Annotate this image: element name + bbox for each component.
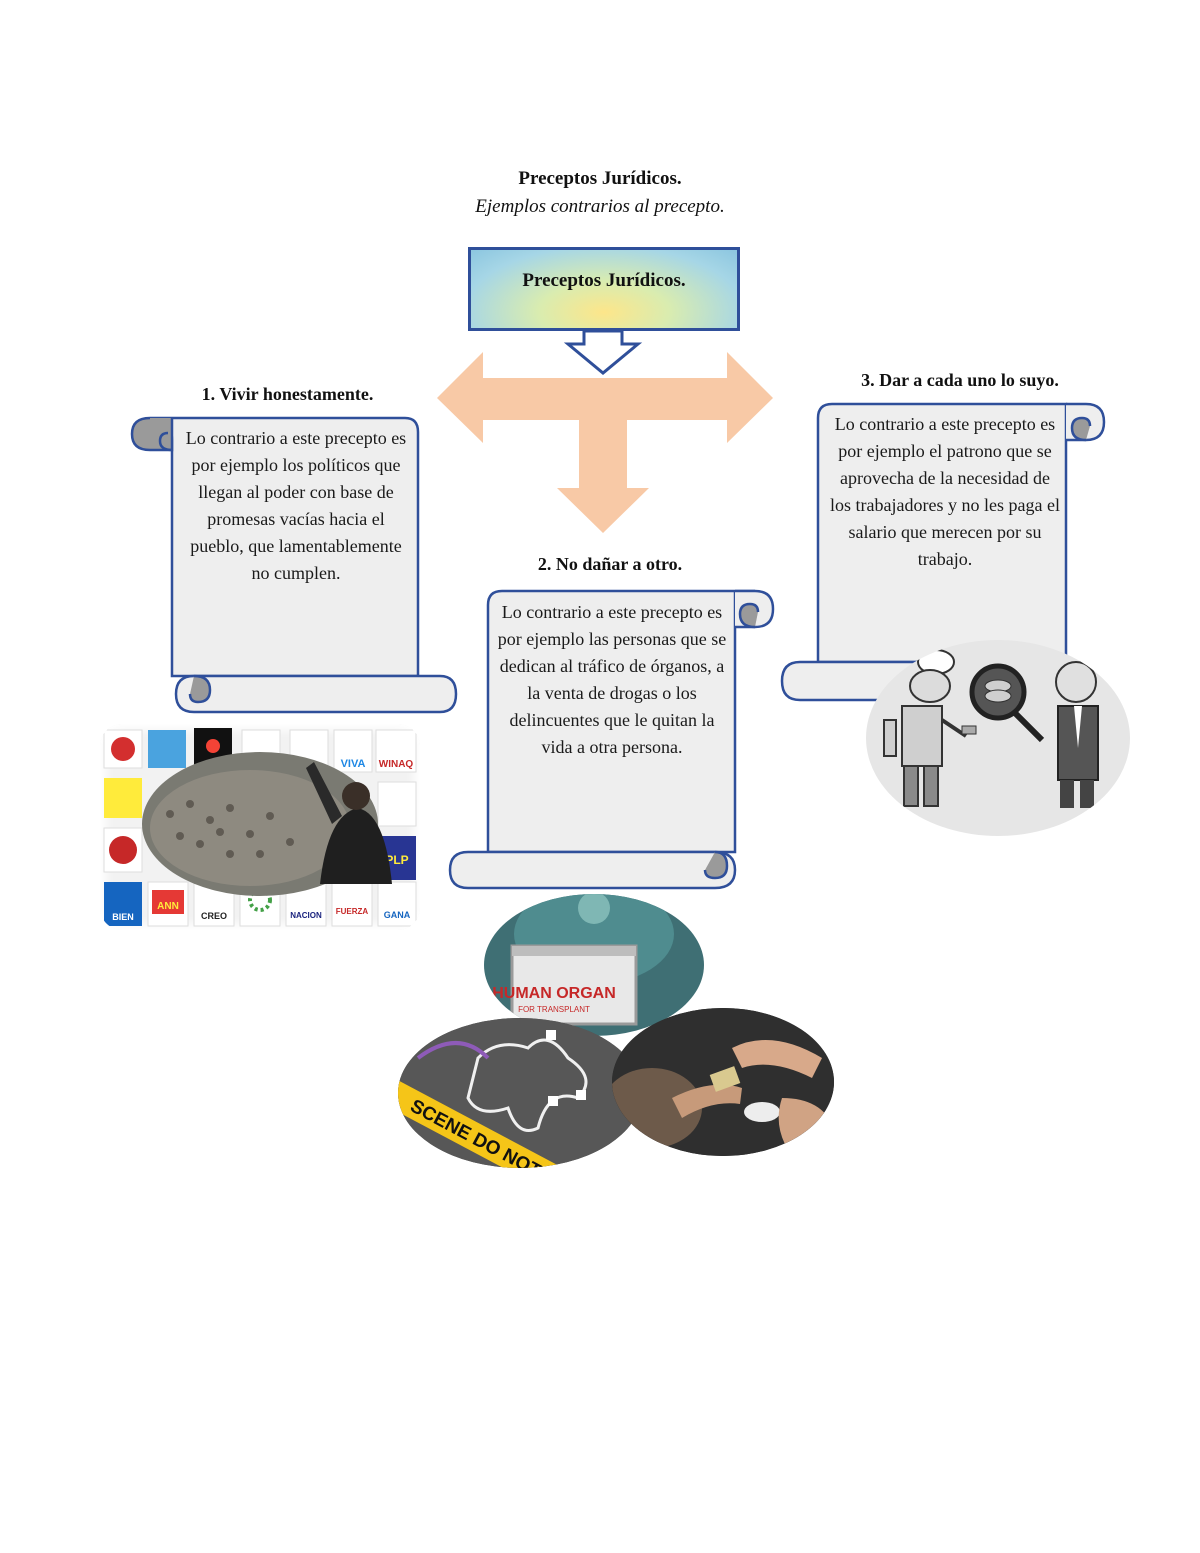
crime-scene-image: SCENE DO NOT C: [398, 1018, 642, 1168]
three-way-arrow: [437, 352, 773, 533]
page-title: Preceptos Jurídicos.: [518, 168, 682, 189]
organ-trafficking-image: HUMAN ORGAN FOR TRANSPLANT: [484, 894, 704, 1036]
party-viva: VIVA: [341, 758, 366, 770]
party-ann: ANN: [157, 901, 179, 912]
precept-3-heading: 3. Dar a cada uno lo suyo.: [861, 370, 1059, 390]
scroll-2: [448, 589, 775, 890]
organ-box-label: HUMAN ORGAN: [492, 985, 616, 1002]
party-winaq: WINAQ: [379, 759, 414, 770]
party-bien: BIEN: [112, 912, 134, 922]
precept-1-heading: 1. Vivir honestamente.: [201, 384, 374, 404]
party-creo: CREO: [201, 911, 227, 921]
precept-3-text: Lo contrario a este precepto es por ejem…: [830, 414, 1060, 569]
page-subtitle: Ejemplos contrarios al precepto.: [475, 196, 725, 217]
precept-2-text: Lo contrario a este precepto es por ejem…: [497, 602, 727, 757]
precept-1-text: Lo contrario a este precepto es por ejem…: [185, 428, 407, 583]
precept-2-heading: 2. No dañar a otro.: [537, 554, 683, 574]
political-parties-image: VIVA WINAQ PLP BIEN ANN CREO NACION FUER…: [100, 724, 420, 930]
party-plp: PLP: [385, 853, 408, 867]
drug-dealing-image: [612, 1008, 834, 1156]
party-nacion: NACION: [290, 911, 322, 920]
scroll-1: [130, 416, 458, 714]
organ-box-sub-label: FOR TRANSPLANT: [518, 1005, 590, 1014]
party-gana: GANA: [384, 910, 411, 920]
central-concept-box: Preceptos Jurídicos.: [468, 247, 740, 331]
party-fuerza: FUERZA: [336, 907, 369, 916]
down-arrow: [563, 329, 643, 375]
employer-cartoon-image: [866, 640, 1130, 836]
